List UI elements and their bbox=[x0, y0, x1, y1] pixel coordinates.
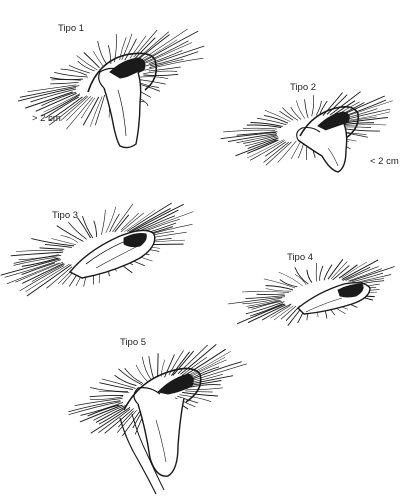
fold-line bbox=[266, 289, 291, 292]
fold-line bbox=[136, 365, 148, 382]
fold-line bbox=[189, 351, 231, 375]
fold-line bbox=[19, 255, 60, 260]
fold-line bbox=[291, 141, 301, 159]
panel-tipo-2: Tipo 2 < 2 cm bbox=[221, 82, 399, 172]
panel-tipo-4: Tipo 4 bbox=[228, 252, 395, 326]
fold-line bbox=[320, 266, 323, 281]
panel-tipo-1: Tipo 1 > 2 cm bbox=[18, 23, 204, 148]
fold-line bbox=[124, 210, 155, 232]
fold-line bbox=[291, 107, 301, 120]
fold-line bbox=[279, 272, 303, 286]
fold-line bbox=[93, 51, 103, 67]
tipo-4-label: Tipo 4 bbox=[287, 252, 313, 263]
fold-line bbox=[61, 97, 88, 121]
fold-line bbox=[316, 263, 317, 281]
fold-line bbox=[143, 71, 177, 74]
fold-line bbox=[245, 296, 285, 299]
fold-line bbox=[312, 95, 314, 116]
fold-line bbox=[16, 250, 63, 251]
tipo-1-measure: > 2 cm bbox=[32, 113, 61, 124]
fold-line bbox=[343, 128, 380, 131]
tipo-3-label: Tipo 3 bbox=[52, 210, 78, 221]
fold-line bbox=[295, 274, 306, 285]
fold-line bbox=[242, 291, 289, 292]
fold-line bbox=[257, 118, 286, 125]
fold-line bbox=[69, 65, 90, 73]
fold-line bbox=[84, 53, 100, 68]
fold-line bbox=[130, 204, 184, 232]
fold-line bbox=[343, 127, 371, 128]
fold-line bbox=[182, 392, 218, 396]
fold-line bbox=[101, 210, 105, 235]
fold-line bbox=[149, 356, 154, 379]
fold-line bbox=[40, 248, 65, 249]
fold-line bbox=[243, 128, 277, 129]
tipo-1-illustration bbox=[18, 29, 204, 148]
fold-line bbox=[142, 357, 151, 380]
fold-line bbox=[328, 259, 343, 279]
panel-tipo-3: Tipo 3 bbox=[1, 203, 194, 296]
fold-line bbox=[20, 266, 64, 291]
fold-line bbox=[186, 388, 223, 390]
tipo-3-illustration bbox=[1, 203, 194, 296]
fold-line bbox=[223, 130, 275, 132]
tipo-1-label: Tipo 1 bbox=[58, 23, 84, 34]
fold-line bbox=[316, 101, 321, 116]
fold-line bbox=[50, 78, 83, 80]
fold-line bbox=[98, 41, 107, 65]
fold-line bbox=[143, 74, 178, 75]
fold-line bbox=[119, 369, 143, 385]
fold-line bbox=[185, 391, 213, 392]
fold-line bbox=[68, 222, 86, 239]
fold-line bbox=[143, 40, 177, 61]
tipo-4-illustration bbox=[228, 259, 395, 325]
fold-line bbox=[90, 388, 128, 392]
fold-line bbox=[235, 140, 276, 156]
fold-line bbox=[90, 395, 124, 396]
panel-tipo-5: Tipo 5 bbox=[68, 337, 246, 494]
fold-line bbox=[158, 353, 159, 377]
fold-line bbox=[307, 270, 312, 283]
tipo-5-illustration bbox=[68, 344, 246, 494]
tipo-5-label: Tipo 5 bbox=[120, 337, 146, 348]
fold-line bbox=[94, 221, 97, 237]
fold-line bbox=[189, 376, 233, 385]
tipo-2-label: Tipo 2 bbox=[290, 82, 316, 93]
tipo-2-measure: < 2 cm bbox=[370, 156, 399, 167]
fold-line bbox=[50, 82, 78, 84]
fold-line bbox=[305, 99, 309, 118]
fold-line bbox=[345, 125, 387, 126]
fold-line bbox=[88, 405, 120, 416]
fold-line bbox=[324, 265, 332, 281]
tipo-2-illustration bbox=[221, 92, 393, 172]
